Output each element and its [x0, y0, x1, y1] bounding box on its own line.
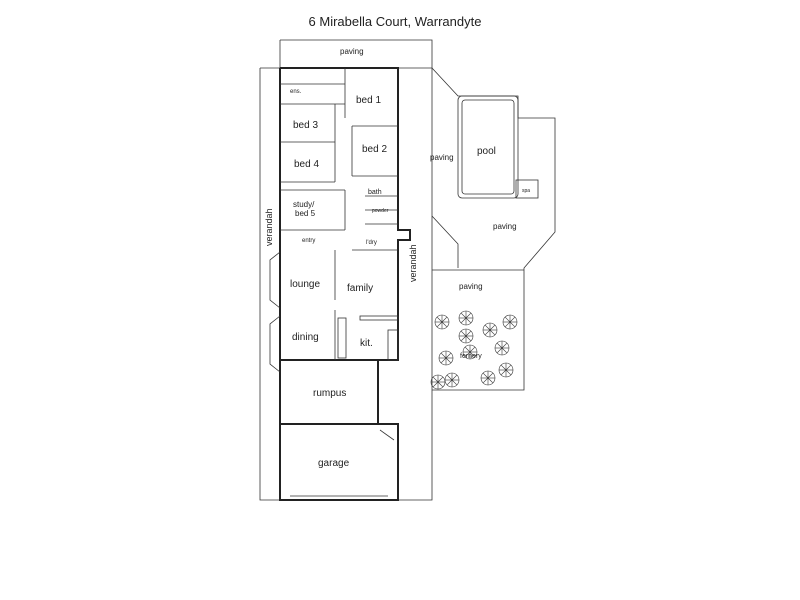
- label-entry: entry: [302, 238, 315, 244]
- label-paving-top: paving: [340, 47, 364, 56]
- kitchen-cabinet: [387, 329, 399, 361]
- label-bath: bath: [368, 189, 382, 196]
- label-paving-pool: paving: [430, 153, 454, 162]
- pool-inner: [461, 99, 515, 195]
- label-verandah-left: verandah: [264, 208, 274, 246]
- fern-icon: [502, 314, 518, 330]
- label-pool: pool: [477, 146, 496, 157]
- label-verandah-right: verandah: [408, 244, 418, 282]
- label-paving-mid: paving: [459, 282, 483, 291]
- label-lounge: lounge: [290, 279, 320, 290]
- label-fernery: fernery: [460, 353, 482, 360]
- fern-icon: [438, 350, 454, 366]
- fern-icon: [462, 344, 478, 360]
- label-rumpus: rumpus: [313, 388, 346, 399]
- label-spa: spa: [522, 188, 530, 194]
- fern-icon: [480, 370, 496, 386]
- label-kit: kit.: [360, 338, 373, 349]
- kitchen-bench: [359, 315, 399, 321]
- fern-icon: [458, 328, 474, 344]
- label-powder: powder: [372, 208, 389, 214]
- fern-icon: [430, 374, 446, 390]
- label-bed2: bed 2: [362, 144, 387, 155]
- spa: [515, 179, 539, 199]
- label-ens: ens.: [290, 89, 302, 95]
- label-bed3: bed 3: [293, 120, 318, 131]
- bay-window-lounge: [269, 251, 281, 309]
- plan-title: 6 Mirabella Court, Warrandyte: [308, 14, 482, 29]
- label-garage: garage: [318, 458, 350, 469]
- label-study: study/: [293, 200, 315, 209]
- label-dining: dining: [292, 332, 319, 343]
- label-bed4: bed 4: [294, 159, 319, 170]
- fern-icon: [444, 372, 460, 388]
- fern-icon: [458, 310, 474, 326]
- bay-window-dining: [269, 315, 281, 373]
- pool: [457, 95, 519, 199]
- fernery-plants: [430, 310, 518, 390]
- fern-icon: [434, 314, 450, 330]
- label-study-bed5: bed 5: [295, 209, 316, 218]
- house-walls: [279, 67, 411, 501]
- pantry: [337, 317, 347, 359]
- fern-icon: [482, 322, 498, 338]
- label-paving-right: paving: [493, 222, 517, 231]
- fern-icon: [494, 340, 510, 356]
- fern-icon: [498, 362, 514, 378]
- label-bed1: bed 1: [356, 95, 381, 106]
- label-family: family: [347, 283, 373, 294]
- label-ldry: l'dry: [366, 240, 377, 246]
- garage-door-swing: [379, 429, 395, 441]
